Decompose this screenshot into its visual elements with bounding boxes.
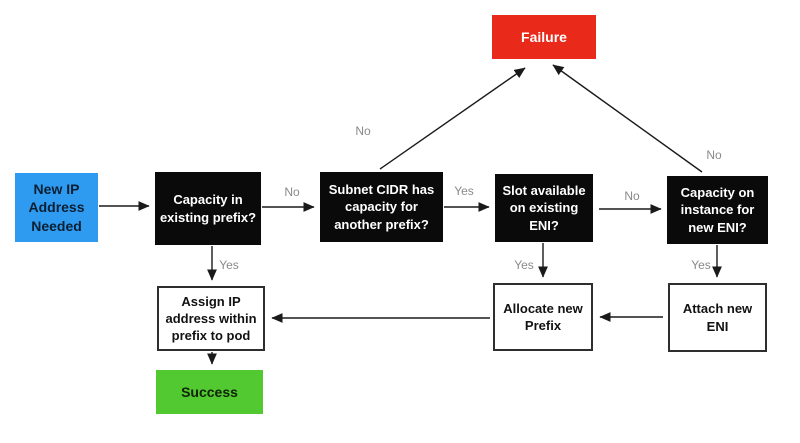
arrow-capacity-instance-to-failure <box>552 64 703 173</box>
node-label: Subnet CIDR has capacity for another pre… <box>328 182 435 232</box>
node-label: Capacity on instance for new ENI? <box>680 185 755 235</box>
edge-label-yes: Yes <box>514 258 534 272</box>
node-subnet-cidr-capacity: Subnet CIDR has capacity for another pre… <box>320 172 443 242</box>
node-label: Slot available on existing ENI? <box>502 183 586 233</box>
node-allocate-prefix: Allocate new Prefix <box>493 283 593 351</box>
node-label: Failure <box>521 28 567 45</box>
edge-label-no: No <box>284 185 300 199</box>
node-assign-ip: Assign IP address within prefix to pod <box>157 286 265 351</box>
node-capacity-instance-eni: Capacity on instance for new ENI? <box>667 176 768 244</box>
edge-label-yes: Yes <box>454 184 474 198</box>
node-failure: Failure <box>492 15 596 59</box>
node-slot-available-eni: Slot available on existing ENI? <box>495 174 593 242</box>
node-capacity-existing-prefix: Capacity in existing prefix? <box>155 172 261 245</box>
edge-label-no: No <box>706 148 722 162</box>
node-success: Success <box>156 370 263 414</box>
arrow-subnet-cidr-to-failure <box>379 67 526 170</box>
edge-label-yes: Yes <box>219 258 239 272</box>
node-label: Capacity in existing prefix? <box>159 192 257 225</box>
node-label: Attach new ENI <box>682 301 753 334</box>
node-new-ip-needed: New IP Address Needed <box>15 173 98 242</box>
edge-label-yes: Yes <box>691 258 711 272</box>
node-label: Success <box>181 383 238 400</box>
edge-label-no: No <box>624 189 640 203</box>
node-label: New IP Address Needed <box>28 180 85 234</box>
node-attach-eni: Attach new ENI <box>668 283 767 352</box>
node-label: Allocate new Prefix <box>503 300 583 333</box>
node-label: Assign IP address within prefix to pod <box>165 293 257 344</box>
edge-label-no: No <box>355 124 371 138</box>
